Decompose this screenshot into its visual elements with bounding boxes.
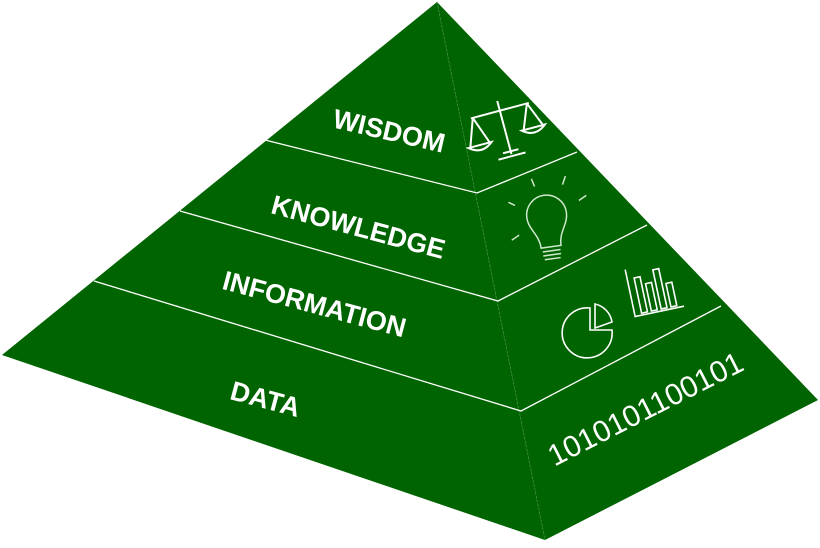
- layer-dividers: [93, 139, 722, 412]
- lightbulb-icon: [508, 175, 587, 261]
- charts-icon: [561, 267, 685, 359]
- pie-chart-icon: [561, 307, 613, 359]
- pyramid-left-face: [2, 2, 545, 540]
- pyramid-ridge: [436, 1, 546, 541]
- scales-icon: [465, 100, 548, 161]
- bar-chart-icon: [624, 267, 685, 318]
